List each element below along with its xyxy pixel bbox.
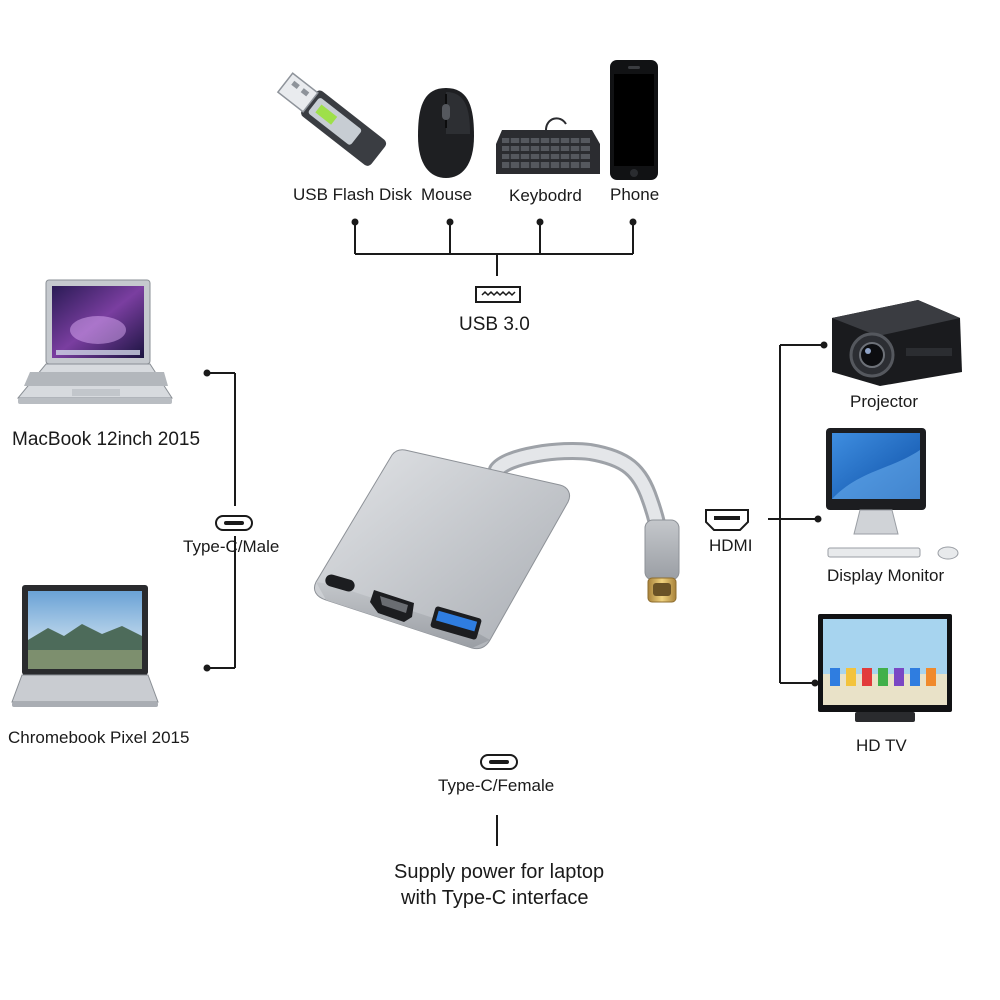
usb-device-connector-lines — [351, 218, 637, 276]
monitor-icon — [826, 428, 959, 560]
hdmi-label: HDMI — [709, 536, 753, 555]
keyboard-label: Keybodrd — [509, 186, 582, 205]
phone-icon — [610, 60, 658, 180]
chromebook-label: Chromebook Pixel 2015 — [8, 728, 190, 747]
usb-flash-disk-icon — [276, 72, 387, 166]
type-c-male-port-icon — [215, 515, 253, 531]
display-connector-lines — [768, 341, 828, 687]
power-note-line2: with Type-C interface — [401, 887, 589, 909]
type-c-male-label: Type-C/Male — [183, 537, 280, 556]
tv-label: HD TV — [856, 736, 907, 755]
power-note-line1: Supply power for laptop — [394, 861, 605, 883]
usb-port-icon — [475, 286, 521, 303]
usb-flash-disk-label: USB Flash Disk — [293, 185, 413, 204]
chromebook-icon — [11, 585, 159, 707]
phone-label: Phone — [610, 185, 660, 204]
usb-port-label: USB 3.0 — [459, 314, 530, 335]
macbook-label: MacBook 12inch 2015 — [12, 429, 201, 450]
hdmi-port-icon — [705, 509, 749, 531]
type-c-female-label: Type-C/Female — [438, 776, 555, 795]
keyboard-icon — [496, 117, 600, 174]
usb-c-adapter — [313, 441, 680, 650]
type-c-female-port-icon — [480, 754, 518, 770]
projector-label: Projector — [850, 392, 919, 411]
projector-icon — [832, 300, 962, 386]
tv-icon — [818, 614, 952, 722]
mouse-icon — [418, 88, 474, 178]
monitor-label: Display Monitor — [827, 566, 945, 585]
mouse-label: Mouse — [421, 185, 473, 204]
male-port-connector-lines — [203, 369, 236, 672]
macbook-icon — [16, 279, 173, 404]
